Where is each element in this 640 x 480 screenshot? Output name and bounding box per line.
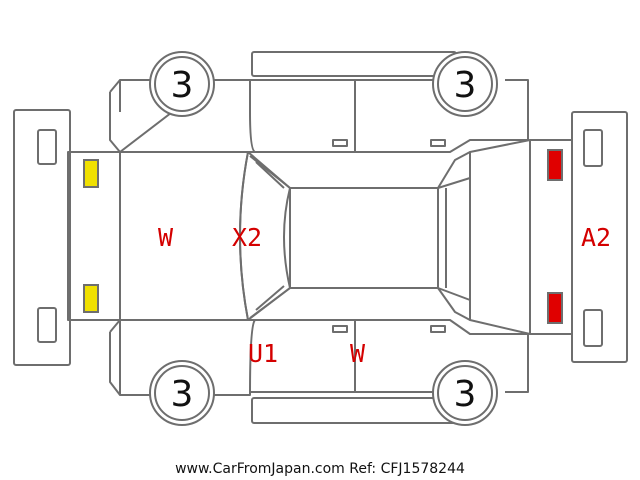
roof [289,187,439,289]
front-bumper [13,109,71,366]
tire-rear-right: 3 [432,360,498,426]
damage-code-rear-door: W [350,339,366,368]
windshield [239,151,291,321]
damage-code-windshield: X2 [232,223,262,252]
roof-rail-bottom [251,397,457,424]
tire-front-right: 3 [149,360,215,426]
tire-rear-left-count: 3 [454,65,477,106]
front-headlight-bottom [83,284,99,313]
side-body-bottom [109,319,529,396]
rear-taillight-top [547,149,563,181]
rear-window [437,151,471,321]
side-body-top [109,79,529,153]
tire-rear-left: 3 [432,51,498,117]
roof-rail-top [251,51,457,77]
damage-code-rear-bumper: A2 [581,223,611,252]
tire-front-right-count: 3 [171,374,194,415]
watermark-text: www.CarFromJapan.com Ref: CFJ1578244 [175,461,465,477]
front-headlight-top [83,159,99,188]
damage-code-hood: W [158,223,174,252]
damage-code-front-door: U1 [248,339,278,368]
tire-front-left: 3 [149,51,215,117]
tire-rear-right-count: 3 [454,374,477,415]
rear-taillight-bottom [547,292,563,324]
tire-front-left-count: 3 [171,65,194,106]
trunk [469,139,573,335]
